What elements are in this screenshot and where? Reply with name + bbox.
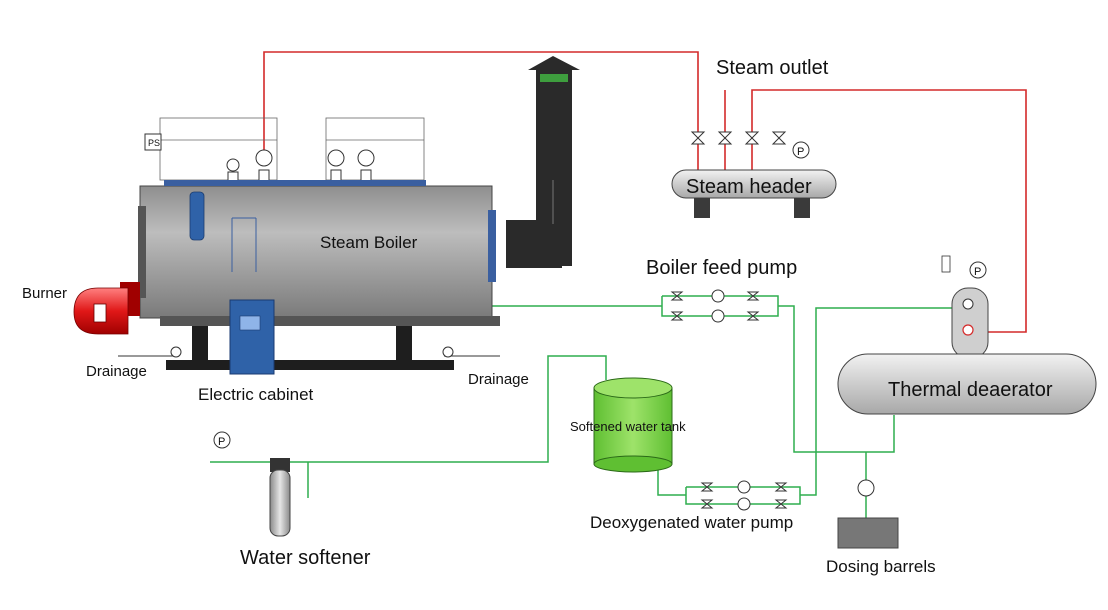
burner-label: Burner xyxy=(22,285,68,302)
water-lines xyxy=(210,250,952,518)
deoxygenated-water-pump-label: Deoxygenated water pump xyxy=(590,513,794,532)
steam-header: P xyxy=(671,141,837,218)
softener-gauge-label: P xyxy=(218,436,225,448)
steam-main-line xyxy=(263,51,699,170)
steam-return-line xyxy=(751,89,1027,333)
deaerator-gauge-label: P xyxy=(974,266,981,278)
dosing-barrels xyxy=(837,479,899,549)
steam-header-valves xyxy=(690,131,787,145)
tank-outlet-line xyxy=(657,465,686,496)
steam-header-label: Steam header xyxy=(686,176,812,198)
dosing-barrels-label: Dosing barrels xyxy=(826,557,936,576)
boiler-feed-pumps xyxy=(670,289,760,323)
pressure-switch-label: PS xyxy=(148,138,160,148)
thermal-deaerator-label: Thermal deaerator xyxy=(888,379,1053,401)
steam-lines xyxy=(263,51,1027,333)
softened-water-tank xyxy=(593,377,673,473)
burner xyxy=(73,282,140,335)
boiler-top-fittings xyxy=(159,117,425,181)
water-softener-label: Water softener xyxy=(240,547,371,569)
water-softener: P xyxy=(213,431,291,537)
boiler-feed-pump-label: Boiler feed pump xyxy=(646,257,798,279)
steam-boiler xyxy=(138,180,500,370)
feed-pump-loop xyxy=(661,295,779,317)
deox-to-deaerator-line xyxy=(800,307,952,496)
drainage-fittings xyxy=(118,346,500,358)
steam-header-gauge-label: P xyxy=(797,146,804,158)
top-valves xyxy=(226,149,375,183)
drainage-left-label: Drainage xyxy=(86,363,147,380)
pressure-switch: PS xyxy=(144,133,162,151)
steam-boiler-label: Steam Boiler xyxy=(320,233,418,252)
thermal-deaerator: P xyxy=(837,255,1097,415)
softener-inlet-line xyxy=(210,355,607,463)
deoxygenated-water-pumps xyxy=(700,480,788,511)
chimney xyxy=(506,56,580,268)
drainage-right-label: Drainage xyxy=(468,371,529,388)
electric-cabinet xyxy=(229,299,275,375)
steam-outlet-label: Steam outlet xyxy=(716,57,829,79)
deox-pump-loop xyxy=(685,486,801,505)
electric-cabinet-label: Electric cabinet xyxy=(198,385,314,404)
deaerator-to-feed-line xyxy=(778,305,895,453)
softened-water-tank-label: Softened water tank xyxy=(570,419,686,434)
